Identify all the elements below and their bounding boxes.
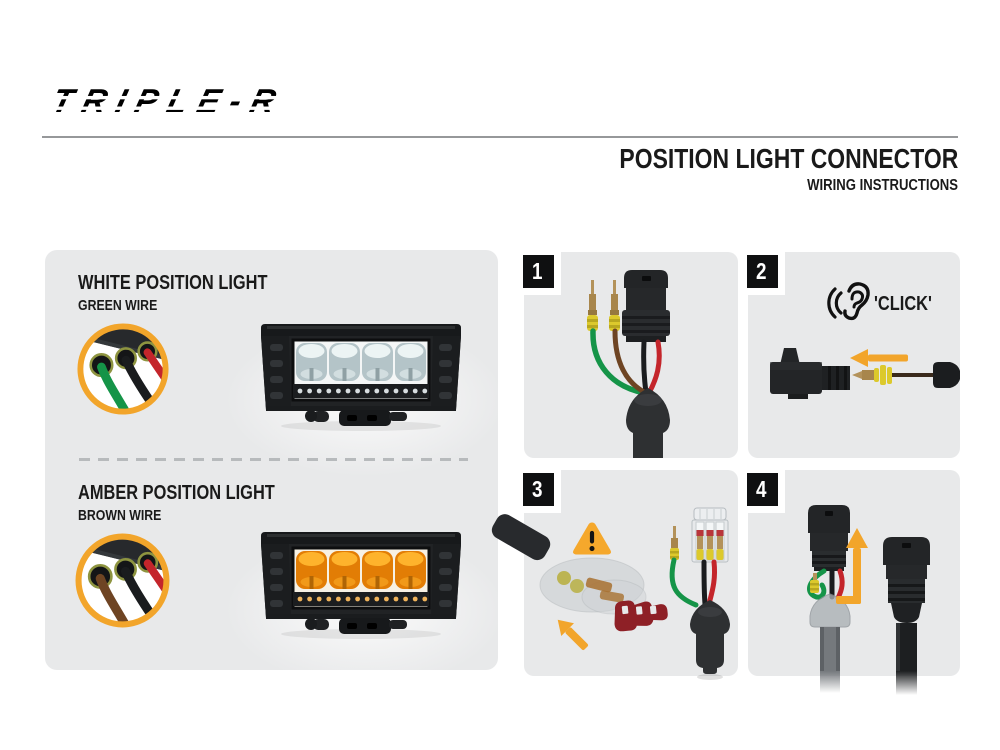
section-divider xyxy=(79,458,468,461)
wired-connector xyxy=(808,505,850,571)
amber-light-wire-label: BROWN WIRE xyxy=(78,507,162,524)
cable-end-cap xyxy=(933,362,960,388)
callout-ring xyxy=(77,323,169,415)
mating-connector xyxy=(883,537,930,695)
pin-and-seal xyxy=(852,365,936,385)
white-position-light-bar xyxy=(261,324,461,431)
connectors-ready-to-join xyxy=(807,505,930,695)
led-strip xyxy=(297,388,428,394)
retainer-clip xyxy=(614,600,668,632)
red-wire xyxy=(646,339,662,396)
page-subtitle: WIRING INSTRUCTIONS xyxy=(807,177,958,194)
pin-terminal xyxy=(609,280,620,331)
pin-terminal xyxy=(587,280,598,331)
red-wire xyxy=(143,559,164,599)
connector-housing-side xyxy=(770,348,850,399)
led-strip xyxy=(297,596,428,602)
amber-light-title: AMBER POSITION LIGHT xyxy=(78,482,275,504)
connector-housing xyxy=(622,270,670,342)
red-wire xyxy=(706,559,717,607)
green-wire xyxy=(669,557,699,608)
step-4-panel: 4 xyxy=(747,470,960,695)
brand-logo: TRIPLE-R xyxy=(48,82,290,119)
brown-wire xyxy=(612,328,649,396)
warning-icon xyxy=(573,522,611,555)
led-reflectors xyxy=(296,551,426,589)
magnifier-circle-brown-wire xyxy=(75,533,170,628)
step-3-badge: 3 xyxy=(523,473,554,506)
pin-terminal xyxy=(670,526,679,560)
loose-terminals-and-connector xyxy=(587,270,670,458)
red-wire xyxy=(835,568,845,601)
green-wire xyxy=(97,362,132,410)
position-light-overview-panel: WHITE POSITION LIGHT GREEN WIRE xyxy=(45,250,498,670)
magnifier-circle-green-wire xyxy=(77,323,169,415)
seal-and-retainer-clip xyxy=(491,507,730,680)
step-2-panel: 2 'CLICK' xyxy=(747,252,960,458)
arrow-up-left-icon xyxy=(557,619,588,650)
cable-boot xyxy=(626,388,670,458)
green-wire xyxy=(590,328,648,396)
black-wire xyxy=(701,559,708,607)
gray-cable xyxy=(820,627,840,671)
step-1-badge: 1 xyxy=(523,255,554,288)
step-1-panel: 1 xyxy=(523,252,738,458)
black-wire xyxy=(641,339,649,395)
arrow-up-icon xyxy=(836,528,868,604)
callout-ring xyxy=(75,533,170,628)
terminal-inserted-into-connector xyxy=(770,282,960,399)
header-divider xyxy=(42,136,958,138)
red-wire xyxy=(143,348,164,387)
amber-position-light-bar xyxy=(261,532,461,639)
step-2-badge: 2 xyxy=(747,255,778,288)
click-sound-label: 'CLICK' xyxy=(874,293,932,315)
step-4-badge: 4 xyxy=(747,473,778,506)
cable-boot xyxy=(690,600,730,674)
led-reflectors xyxy=(296,343,426,381)
cable-stub xyxy=(491,514,551,561)
pin-and-seal xyxy=(810,573,819,593)
arrow-left-icon xyxy=(850,349,908,367)
brown-wire xyxy=(95,573,132,622)
step-3-panel: 3 xyxy=(491,470,738,680)
clear-connector xyxy=(691,507,729,563)
brown-wire xyxy=(892,373,936,377)
white-light-wire-label: GREEN WIRE xyxy=(78,297,158,314)
page-title: POSITION LIGHT CONNECTOR xyxy=(619,143,958,174)
white-light-title: WHITE POSITION LIGHT xyxy=(78,272,268,294)
ear-icon xyxy=(827,282,870,321)
